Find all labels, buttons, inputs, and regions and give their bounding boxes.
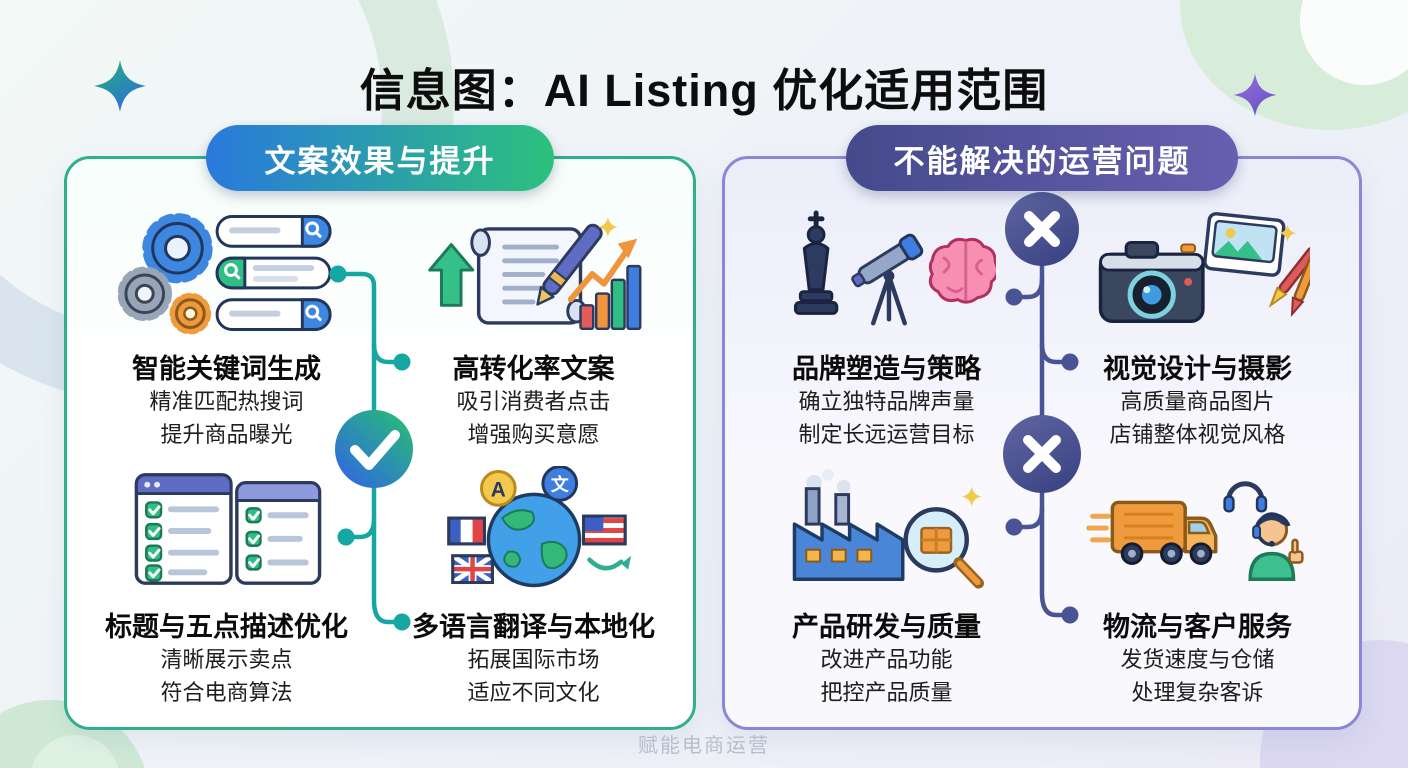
factory-magnifier-icon: [778, 461, 996, 601]
limit-item-visual-design: 视觉设计与摄影 高质量商品图片 店铺整体视觉风格: [1042, 203, 1353, 461]
limit-item-logistics-service: 物流与客户服务 发货速度与仓储 处理复杂客诉: [1042, 461, 1353, 719]
svg-text:A: A: [490, 478, 505, 501]
item-line: 发货速度与仓储: [1120, 647, 1275, 672]
gears-search-icon: [117, 203, 336, 343]
camera-photos-icon: [1085, 203, 1310, 343]
item-title: 产品研发与质量: [792, 612, 981, 642]
item-title: 标题与五点描述优化: [105, 612, 348, 642]
svg-text:文: 文: [550, 473, 568, 494]
item-line: 高质量商品图片: [1120, 389, 1275, 414]
feature-item-translation: A 文 多语言翻译与本地化 拓展国际市场 适应不同文化: [380, 461, 687, 719]
right-connector: [1003, 192, 1081, 624]
item-line: 店铺整体视觉风格: [1109, 421, 1286, 447]
item-line: 提升商品曝光: [160, 421, 293, 447]
item-line: 制定长远运营目标: [798, 421, 975, 447]
item-line: 清晰展示卖点: [160, 647, 293, 672]
item-line: 吸引消费者点击: [456, 389, 611, 414]
globe-translation-icon: A 文: [425, 461, 643, 601]
item-line: 精准匹配热搜词: [149, 389, 304, 414]
item-title: 品牌塑造与策略: [792, 354, 981, 384]
chess-telescope-brain-icon: [778, 203, 996, 343]
item-line: 适应不同文化: [467, 679, 600, 705]
item-line: 改进产品功能: [820, 647, 953, 672]
item-title: 视觉设计与摄影: [1103, 354, 1292, 384]
item-title: 多语言翻译与本地化: [412, 612, 655, 642]
panel-not-solved: 不能解决的运营问题: [722, 125, 1362, 730]
left-panel-header: 文案效果与提升: [206, 125, 554, 191]
x-icon: [1023, 435, 1061, 473]
item-title: 高转化率文案: [452, 354, 615, 384]
checklist-windows-icon: [118, 461, 336, 601]
limit-item-branding: 品牌塑造与策略 确立独特品牌声量 制定长远运营目标: [731, 203, 1042, 461]
feature-item-title-bullets: 标题与五点描述优化 清晰展示卖点 符合电商算法: [73, 461, 380, 719]
feature-item-copywriting: 高转化率文案 吸引消费者点击 增强购买意愿: [380, 203, 687, 461]
item-line: 确立独特品牌声量: [798, 389, 975, 414]
watermark: 赋能电商运营: [638, 735, 770, 757]
check-icon: [350, 430, 400, 470]
truck-support-icon: [1085, 461, 1310, 601]
limit-item-product-quality: 产品研发与质量 改进产品功能 把控产品质量: [731, 461, 1042, 719]
scroll-pen-chart-icon: [416, 203, 651, 343]
item-line: 增强购买意愿: [467, 421, 600, 447]
x-icon: [1024, 211, 1060, 247]
check-circle: [335, 410, 413, 488]
panel-copy-benefits: 文案效果与提升: [64, 125, 696, 730]
item-title: 智能关键词生成: [132, 354, 321, 384]
item-line: 拓展国际市场: [467, 647, 600, 672]
item-line: 把控产品质量: [820, 679, 953, 705]
item-title: 物流与客户服务: [1103, 612, 1292, 642]
item-line: 处理复杂客诉: [1131, 679, 1264, 705]
page-title: 信息图：AI Listing 优化适用范围: [359, 65, 1049, 117]
item-line: 符合电商算法: [160, 679, 293, 705]
left-connector: [329, 265, 413, 631]
right-panel-header: 不能解决的运营问题: [846, 125, 1238, 191]
